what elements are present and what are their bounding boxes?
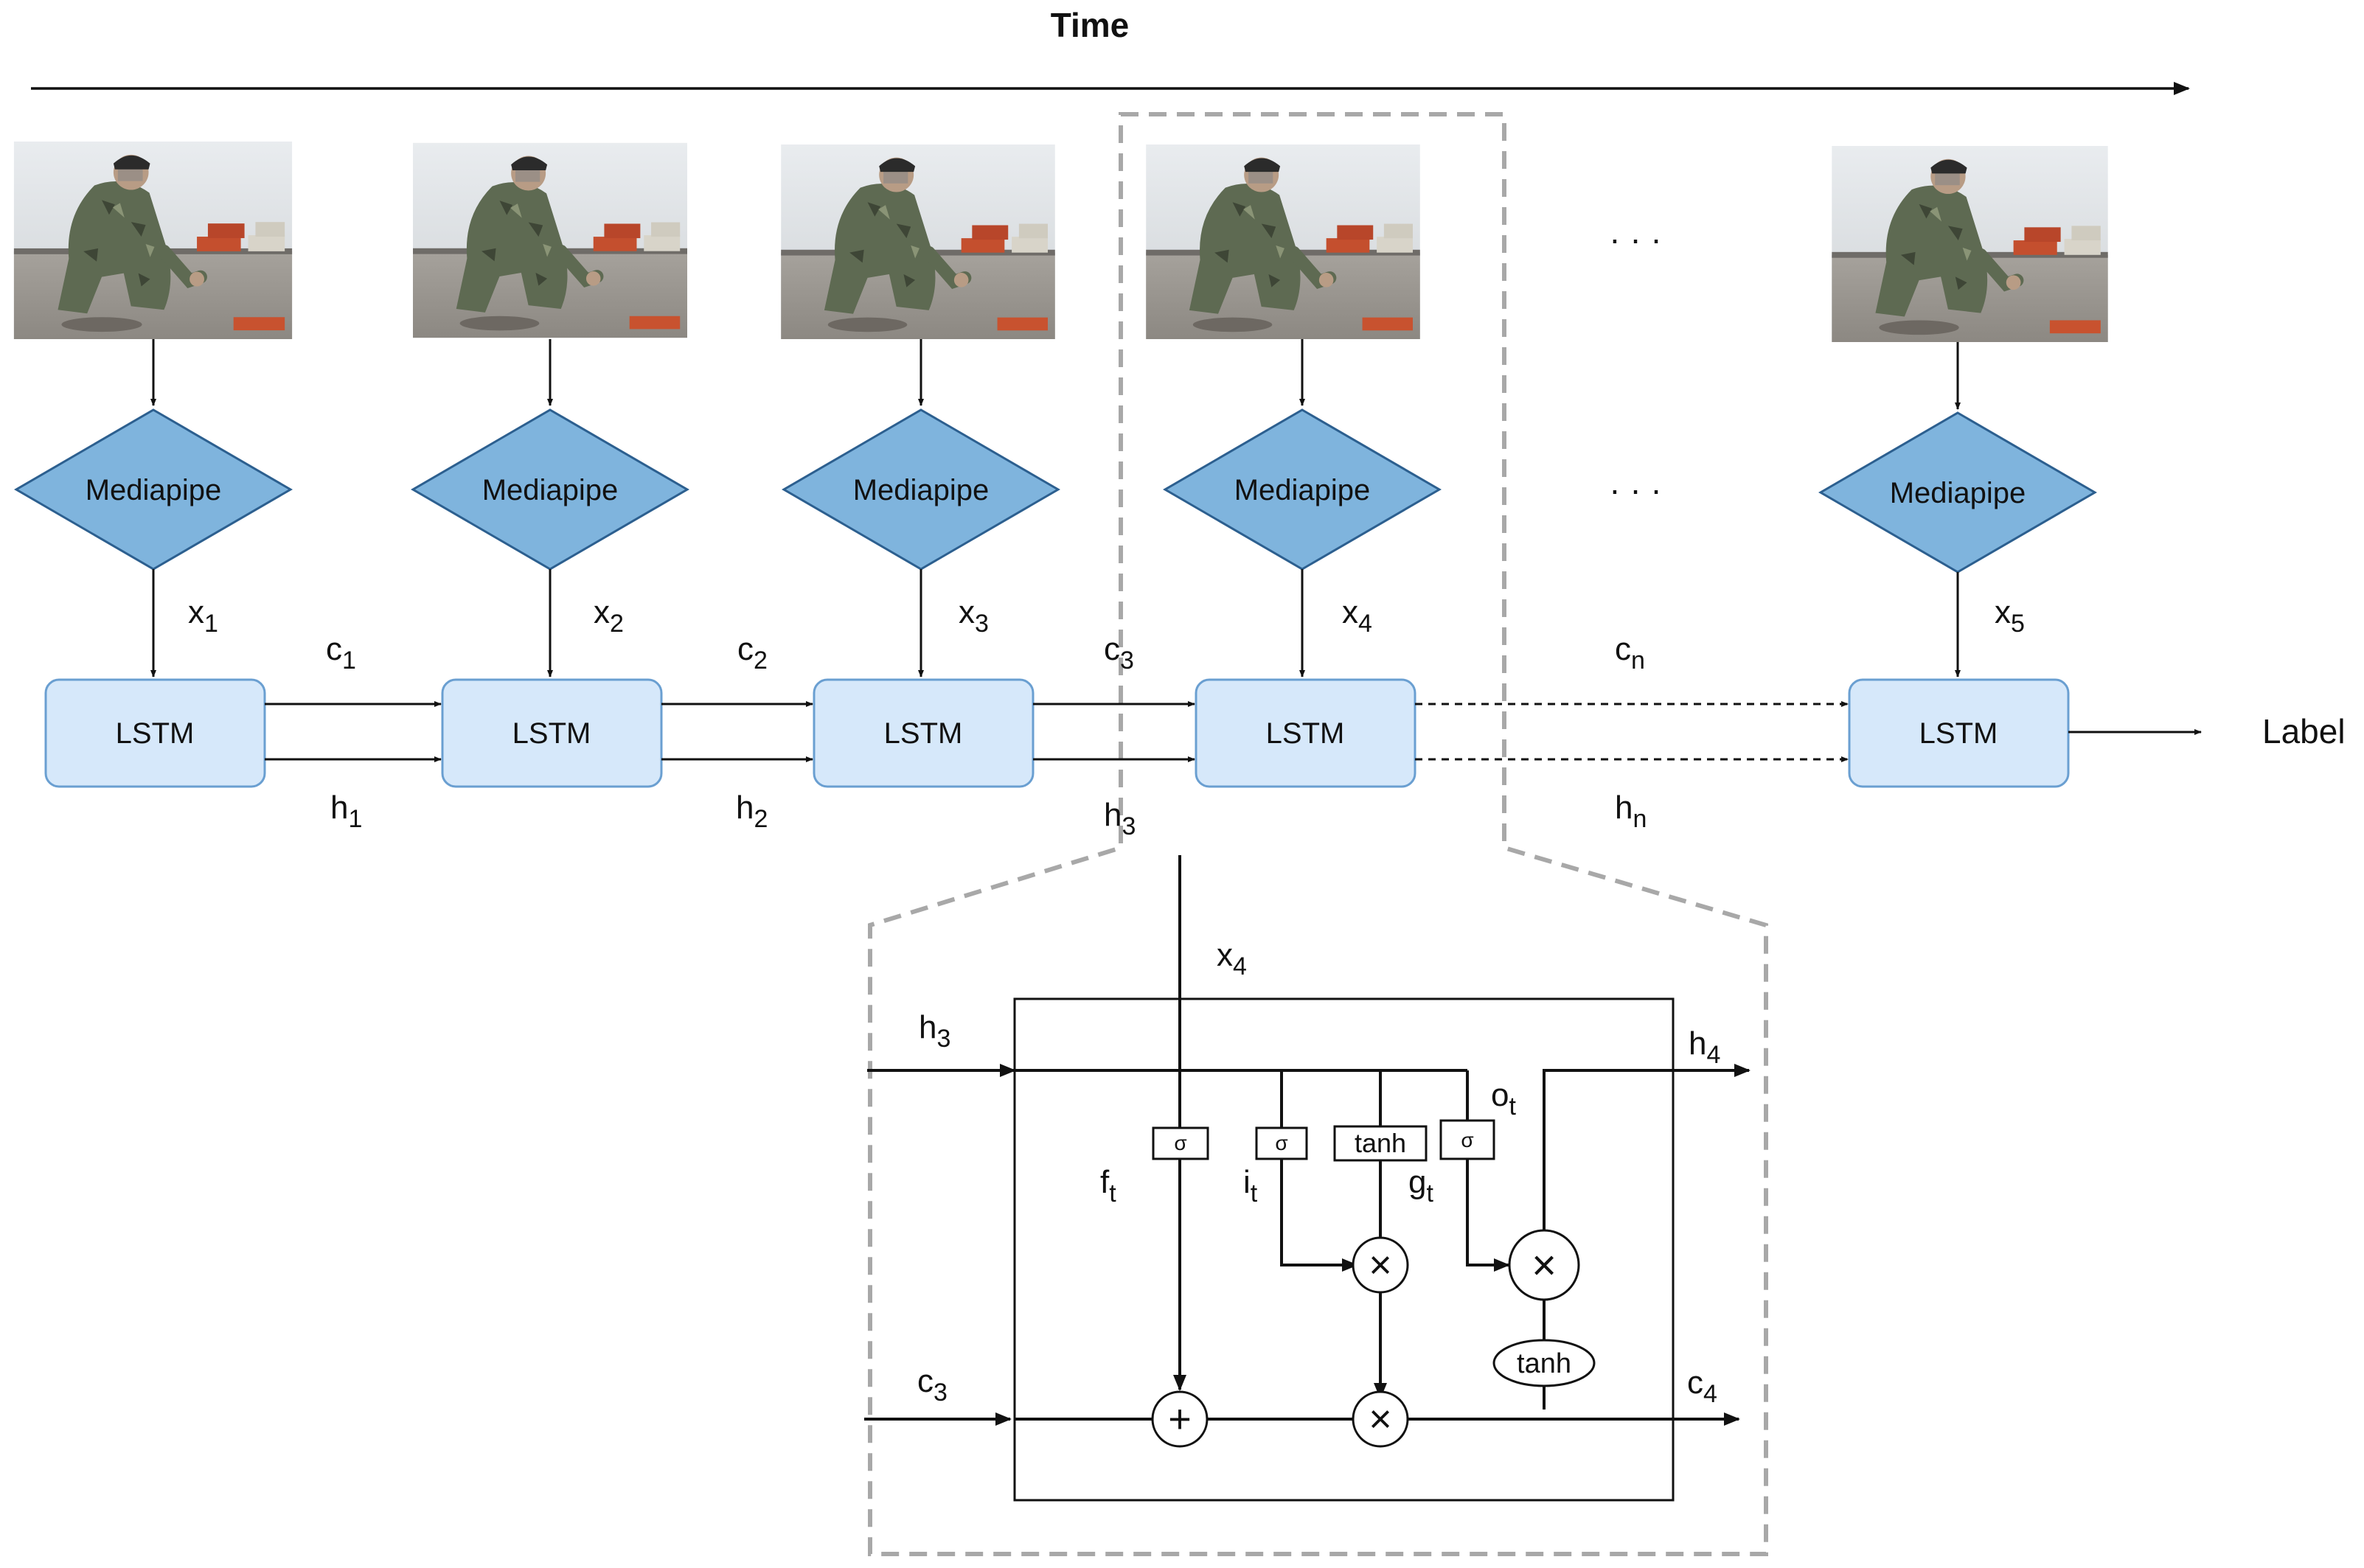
c-label-1: c1 [326,631,356,675]
svg-text:σ: σ [1461,1129,1473,1151]
svg-text:×: × [1532,1241,1557,1289]
svg-text:Mediapipe: Mediapipe [1234,474,1371,506]
video-frame-5 [1832,146,2107,342]
detail-c-out-label: c4 [1687,1365,1717,1408]
feature-arrows [150,569,1961,677]
lstm-cell-2: LSTM [441,678,663,788]
svg-text:×: × [1369,1243,1392,1287]
svg-text:LSTM: LSTM [884,717,963,750]
detail-h-out-label: h4 [1689,1025,1720,1069]
mediapipe-diamond-1: Mediapipe [14,408,293,571]
detail-h-in-label: h3 [919,1009,950,1053]
ellipsis-frames: · · · [1609,220,1662,258]
svg-text:+: + [1168,1397,1192,1441]
c-label-n: cn [1615,631,1645,675]
lstm-cell-4: LSTM [1195,678,1416,788]
x-label-5: x5 [1995,594,2025,638]
video-frame-3 [781,144,1055,339]
lstm-cell-5: LSTM [1848,678,2070,788]
h-label-n: hn [1615,790,1647,833]
h-label-1: h1 [330,790,362,833]
video-frame-4 [1146,144,1420,339]
x-label-2: x2 [594,594,624,638]
svg-text:LSTM: LSTM [116,717,195,750]
h-label-2: h2 [736,790,768,833]
frame-arrows [150,339,1961,410]
svg-text:tanh: tanh [1517,1348,1571,1379]
c-label-2: c2 [737,631,768,675]
detail-zoom-outline [868,112,1768,1556]
mediapipe-diamond-4: Mediapipe [1163,408,1442,571]
svg-text:×: × [1369,1397,1392,1441]
input-gate-sigma: σ [1255,1126,1308,1160]
forget-gate-label: ft [1100,1164,1116,1208]
cell-add-op: + [1151,1390,1209,1448]
svg-text:σ: σ [1174,1132,1186,1154]
state-arrows [265,701,2202,762]
svg-text:LSTM: LSTM [512,717,591,750]
cell-multiply-op: × [1352,1390,1409,1448]
time-title: Time [1051,6,1130,44]
lstm-cell-1: LSTM [44,678,266,788]
x-label-3: x3 [959,594,989,638]
h-label-3: h3 [1104,797,1136,840]
mediapipe-diamond-3: Mediapipe [782,408,1060,571]
x-label-4: x4 [1342,594,1372,638]
mediapipe-diamond-2: Mediapipe [411,408,689,571]
ellipsis-features: · · · [1609,470,1662,509]
video-frame-2 [413,143,687,338]
svg-text:Mediapipe: Mediapipe [482,474,619,506]
x-label-1: x1 [188,594,218,638]
input-multiply-op: × [1352,1236,1409,1294]
c-label-3: c3 [1104,631,1134,675]
output-gate-label: ot [1491,1077,1516,1121]
input-gate-label: it [1243,1164,1258,1208]
svg-text:Mediapipe: Mediapipe [1890,477,2026,509]
mediapipe-diamond-5: Mediapipe [1818,411,2097,574]
candidate-gate-label: gt [1408,1164,1433,1208]
video-frame-1 [14,142,292,339]
detail-cell-box [1013,997,1675,1502]
svg-text:σ: σ [1275,1132,1287,1154]
svg-text:Mediapipe: Mediapipe [853,474,990,506]
svg-text:LSTM: LSTM [1919,717,1998,750]
forget-gate-sigma: σ [1152,1126,1209,1160]
detail-wiring [864,855,1751,1426]
detail-x-label: x4 [1217,937,1247,980]
svg-text:LSTM: LSTM [1266,717,1345,750]
lstm-cell-3: LSTM [813,678,1035,788]
output-multiply-op: × [1508,1229,1580,1301]
svg-text:Mediapipe: Mediapipe [86,474,222,506]
output-gate-sigma: σ [1439,1119,1495,1160]
output-label: Label [2262,712,2346,750]
cell-state-tanh: tanh [1492,1339,1596,1387]
candidate-tanh: tanh [1333,1125,1428,1162]
detail-c-in-label: c3 [917,1363,948,1407]
svg-text:tanh: tanh [1355,1128,1406,1158]
